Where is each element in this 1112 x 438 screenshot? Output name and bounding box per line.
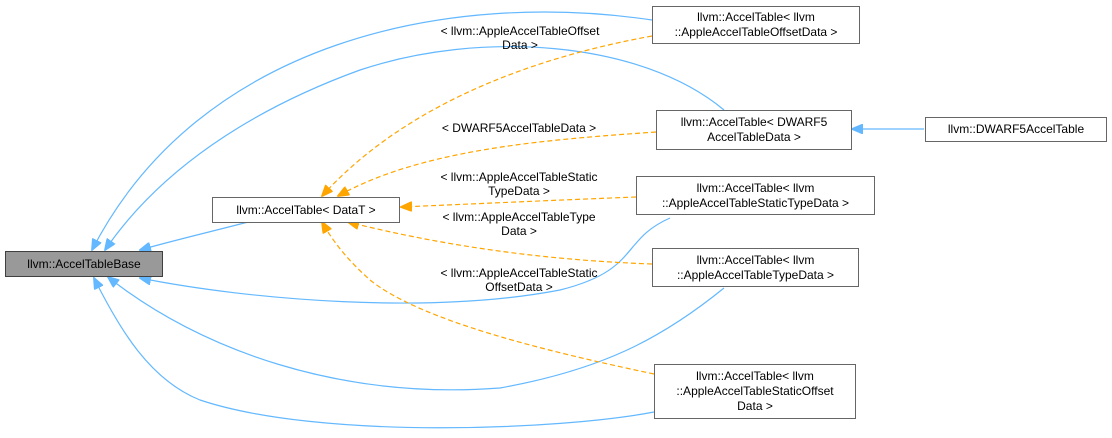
edge-apple-offset-to-template [322, 35, 653, 196]
node-label-line: llvm::AccelTable< DWARF5 [680, 115, 828, 129]
node-label-line: ::AppleAccelTableOffsetData > [674, 25, 838, 39]
node-accel-table-apple-static-type[interactable]: llvm::AccelTable< llvm::AppleAccelTableS… [636, 176, 875, 215]
edge-label-line: Data > [501, 224, 537, 238]
node-label-line: ::AppleAccelTableTypeData > [676, 267, 835, 282]
edge-label-line: < llvm::AppleAccelTableStatic [440, 266, 598, 280]
node-label-line: llvm::AccelTable< DataT > [236, 202, 376, 217]
node-label-line: llvm::AccelTable< llvm [697, 10, 815, 24]
node-accel-table-apple-offset[interactable]: llvm::AccelTable< llvm::AppleAccelTableO… [652, 6, 860, 44]
edge-type-to-base [108, 277, 725, 391]
node-label-line: ::AppleAccelTableStaticTypeData > [661, 195, 850, 210]
edge-label-line: < llvm::AppleAccelTableStatic [440, 170, 598, 184]
label-dwarf5: < DWARF5AccelTableData > [442, 121, 596, 135]
node-label-line: llvm::AccelTable< llvm [696, 180, 815, 195]
edge-label-line: Data > [502, 38, 538, 52]
node-label-line: llvm::AccelTable< llvm [696, 369, 814, 383]
edge-label-line: TypeData > [488, 184, 550, 198]
edge-static-type-to-template [401, 196, 637, 207]
edge-label-line: < llvm::AppleAccelTableType [442, 210, 596, 224]
node-label-line: ::AppleAccelTableStaticOffset [676, 384, 834, 398]
edge-type-to-template [348, 222, 653, 265]
node-dwarf5-accel-table[interactable]: llvm::DWARF5AccelTable [925, 117, 1107, 142]
node-label-line: llvm::AccelTableBase [27, 256, 141, 271]
node-label-line: llvm::DWARF5AccelTable [947, 122, 1085, 136]
node-accel-table-template[interactable]: llvm::AccelTable< DataT > [212, 197, 400, 223]
edge-apple-offset-to-base [92, 11, 653, 250]
node-label-line: Data > [737, 399, 773, 413]
edge-static-offset-to-template [322, 222, 655, 375]
edge-label-line: < DWARF5AccelTableData > [441, 121, 597, 135]
edge-static-type-to-base [140, 217, 671, 304]
edge-label-line: < llvm::AppleAccelTableOffset [440, 24, 600, 38]
node-label-line: llvm::AccelTable< llvm [696, 252, 815, 267]
edge-dwarf5-to-base [105, 46, 725, 250]
edge-label-line: OffsetData > [485, 280, 553, 294]
edge-template-to-base [140, 220, 253, 250]
node-label-line: AccelTableData > [707, 130, 801, 144]
node-accel-table-base[interactable]: llvm::AccelTableBase [5, 251, 163, 277]
node-accel-table-apple-type[interactable]: llvm::AccelTable< llvm::AppleAccelTableT… [652, 248, 859, 287]
edge-dwarf5-to-template [338, 131, 657, 196]
node-accel-table-apple-static-offset[interactable]: llvm::AccelTable< llvm::AppleAccelTableS… [654, 364, 856, 419]
edge-static-offset-to-base [94, 278, 655, 429]
